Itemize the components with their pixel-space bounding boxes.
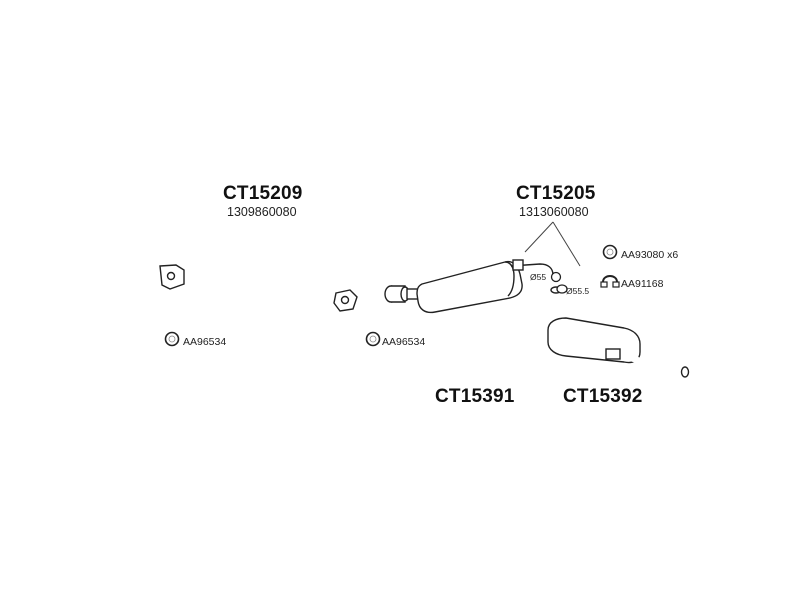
part-code-ct15392: CT15392 [563,386,643,407]
ring-gasket-icon [365,331,381,347]
oem-number-rear-section: 1313060080 [519,205,589,219]
ring-gasket-icon [556,284,568,294]
oem-number-front-pipe: 1309860080 [227,205,297,219]
ring-gasket-icon [550,271,562,283]
diameter-label-55-5: Ø55.5 [566,286,590,296]
rear-muffler [544,286,690,378]
front-pipe [159,264,358,312]
gasket-label-middle: AA96534 [382,336,426,348]
clamp-icon [600,275,620,288]
nut-set-label: AA93080 x6 [621,249,679,261]
part-code-ct15205: CT15205 [516,183,596,204]
leader-line-right [552,221,581,267]
clamp-label: AA91168 [621,278,664,290]
middle-muffler [384,259,554,314]
leader-line-left [524,221,554,253]
gasket-label-left: AA96534 [183,336,227,348]
ring-gasket-icon [602,244,618,260]
ring-gasket-icon [164,331,180,347]
diameter-label-55: Ø55 [530,272,547,282]
part-code-ct15209: CT15209 [223,183,303,204]
part-code-ct15391: CT15391 [435,386,515,407]
